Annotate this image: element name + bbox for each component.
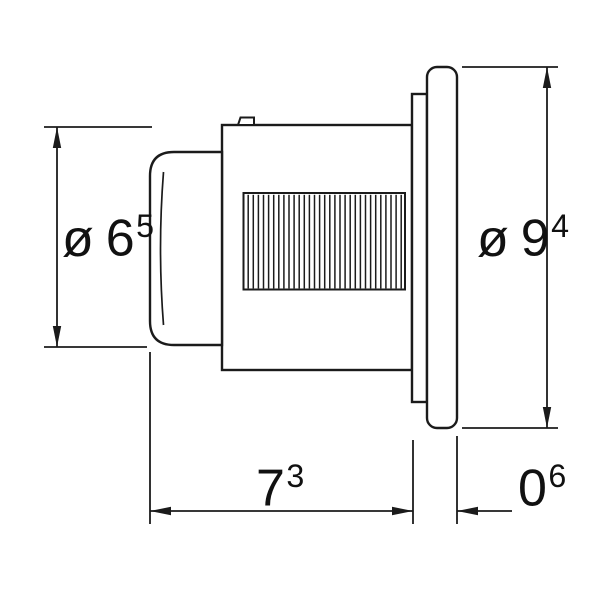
ribbed-grip-lines xyxy=(247,194,402,289)
mounting-clip xyxy=(236,116,255,126)
device xyxy=(148,65,459,430)
flush-button-contour xyxy=(159,171,165,326)
dim-superscript: 4 xyxy=(551,208,570,244)
mounting-plate xyxy=(410,92,429,404)
arrow-left-icon xyxy=(150,506,171,516)
flush-button xyxy=(148,150,224,347)
arrow-up-icon xyxy=(52,127,62,148)
arrow-left-icon xyxy=(457,506,478,516)
diameter-symbol: ø xyxy=(477,209,510,268)
arrow-up-icon xyxy=(542,67,552,88)
dim-label-installation-depth: 73 xyxy=(256,460,305,515)
dim-value: 7 xyxy=(256,459,286,518)
dim-superscript: 5 xyxy=(136,208,155,244)
dim-superscript: 6 xyxy=(548,458,567,494)
arrow-down-icon xyxy=(52,326,62,347)
dim-value: 6 xyxy=(105,209,136,268)
cover-plate xyxy=(425,65,459,430)
arrow-down-icon xyxy=(542,407,552,428)
dim-superscript: 3 xyxy=(286,458,305,494)
diameter-symbol: ø xyxy=(62,209,95,268)
dim-value: 9 xyxy=(520,209,551,268)
arrow-right-icon xyxy=(392,506,413,516)
dimension-lines xyxy=(44,66,558,524)
dim-value: 0 xyxy=(518,459,548,518)
dim-label-plate-protrusion: 06 xyxy=(518,460,567,515)
